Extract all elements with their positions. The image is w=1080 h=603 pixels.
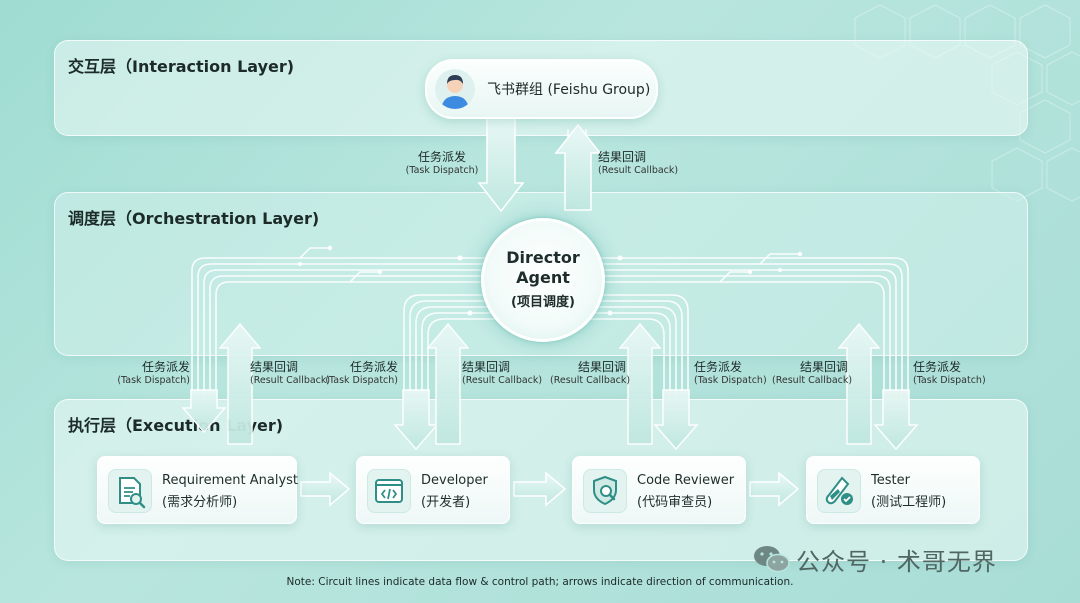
- requirement-analyst-zh: (需求分析师): [162, 495, 238, 510]
- developer-zh: (开发者): [421, 495, 471, 510]
- code-reviewer-name: Code Reviewer: [637, 473, 735, 488]
- code-reviewer-zh: (代码审查员): [637, 495, 713, 510]
- watermark-text: 公众号 · 术哥无界: [796, 548, 997, 576]
- director-subtitle: (项目调度): [511, 295, 575, 310]
- exec-flow-label-4: 结果回调(Result Callback): [462, 360, 543, 386]
- director-title-line2: Agent: [516, 268, 570, 287]
- exec-flow-label-7: 结果回调(Result Callback): [772, 360, 853, 386]
- requirement-analyst-card: Requirement Analyst (需求分析师): [97, 456, 299, 524]
- exec-flow-label-5: 结果回调(Result Callback): [550, 360, 631, 386]
- tester-zh: (测试工程师): [871, 495, 947, 510]
- exec-flow-label-6: 任务派发(Task Dispatch): [694, 360, 767, 386]
- exec-flow-label-3: 任务派发(Task Dispatch): [325, 360, 398, 386]
- requirement-analyst-name: Requirement Analyst: [162, 473, 299, 488]
- code-reviewer-card: Code Reviewer (代码审查员): [572, 456, 746, 524]
- developer-card: Developer (开发者): [356, 456, 510, 524]
- developer-name: Developer: [421, 473, 488, 488]
- top-callback-label: 结果回调 (Result Callback): [598, 150, 679, 176]
- exec-flow-label-8: 任务派发(Task Dispatch): [913, 360, 986, 386]
- tester-card: Tester (测试工程师): [806, 456, 980, 524]
- footnote: Note: Circuit lines indicate data flow &…: [286, 576, 794, 588]
- orchestration-layer-title: 调度层（Orchestration Layer): [68, 209, 320, 228]
- test-tube-icon: [817, 469, 861, 513]
- exec-flow-label-1: 任务派发(Task Dispatch): [117, 360, 190, 386]
- watermark: 公众号 · 术哥无界: [752, 541, 1052, 577]
- top-dispatch-label: 任务派发 (Task Dispatch): [405, 150, 479, 176]
- tester-name: Tester: [871, 473, 910, 488]
- document-search-icon: [108, 469, 152, 513]
- code-window-icon: [367, 469, 411, 513]
- interaction-layer-title: 交互层（Interaction Layer): [68, 57, 295, 76]
- director-title-line1: Director: [506, 248, 580, 267]
- shield-search-icon: [583, 469, 627, 513]
- feishu-group-label: 飞书群组 (Feishu Group): [487, 82, 651, 98]
- exec-flow-label-2: 结果回调(Result Callback): [250, 360, 331, 386]
- feishu-group-node: 飞书群组 (Feishu Group): [425, 59, 658, 119]
- user-avatar-icon: [435, 69, 475, 109]
- wechat-icon: [754, 546, 790, 573]
